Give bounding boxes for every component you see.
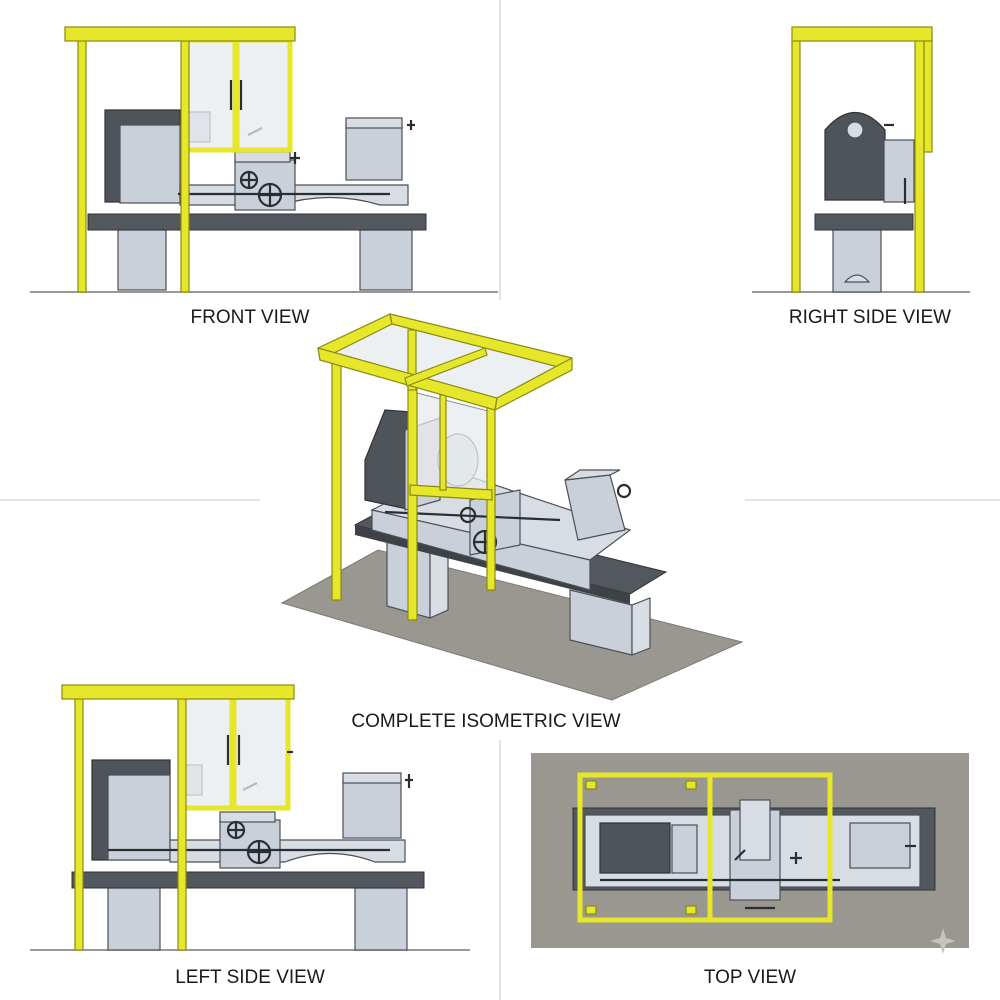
right-side-view: RIGHT SIDE VIEW [752,26,970,328]
right-side-view-label: RIGHT SIDE VIEW [789,307,951,328]
sparkle-icon [930,928,956,954]
handwheel-icon [239,170,259,190]
handwheel-icon [257,182,283,208]
left-side-view: LEFT SIDE VIEW [30,684,470,988]
isometric-view: COMPLETE ISOMETRIC VIEW [280,313,744,732]
top-view-label: TOP VIEW [704,967,796,988]
isometric-view-label: COMPLETE ISOMETRIC VIEW [351,711,620,732]
top-view: TOP VIEW [531,753,969,988]
handwheel-icon [472,529,498,555]
handwheel-icon [616,483,632,499]
left-side-view-label: LEFT SIDE VIEW [175,967,325,988]
front-view: FRONT VIEW [30,26,498,328]
handwheel-icon [226,820,246,840]
handwheel-icon [246,839,272,865]
handwheel-icon [459,506,477,524]
front-view-label: FRONT VIEW [191,307,310,328]
